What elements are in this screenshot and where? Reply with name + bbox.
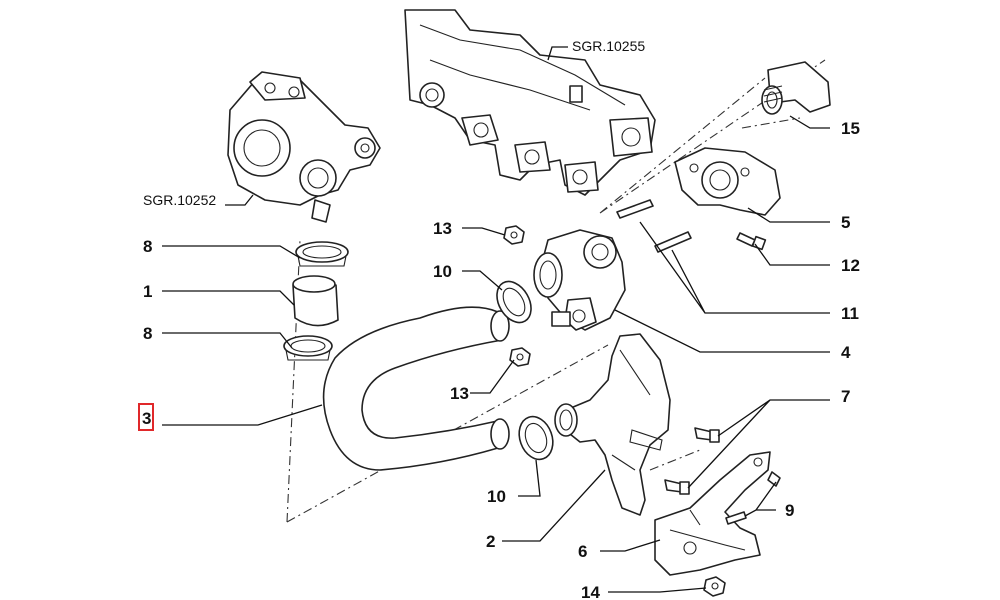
callout-1[interactable]: 1 (143, 282, 152, 301)
assembly-lines (286, 59, 826, 523)
callout-2[interactable]: 2 (486, 532, 495, 551)
hose-elbow-15 (761, 61, 831, 115)
nut-13-bottom (509, 347, 531, 367)
callout-7[interactable]: 7 (841, 387, 850, 406)
intake-manifold (404, 9, 656, 196)
studs-11 (616, 199, 692, 253)
callout-13-top[interactable]: 13 (433, 219, 452, 238)
callout-12[interactable]: 12 (841, 256, 860, 275)
callout-5[interactable]: 5 (841, 213, 850, 232)
ref-intake-manifold: SGR.10255 (572, 38, 645, 54)
elbow-flange-5 (674, 147, 781, 216)
screws-7 (664, 427, 720, 495)
intake-pipe-2 (554, 333, 671, 516)
hose-clamp-10-top (496, 280, 532, 324)
ref-turbocharger: SGR.10252 (143, 192, 216, 208)
callout-8-top[interactable]: 8 (143, 237, 152, 256)
nut-13-top (503, 225, 525, 245)
callout-6[interactable]: 6 (578, 542, 587, 561)
leader-lines (162, 115, 830, 593)
callout-11[interactable]: 11 (841, 304, 859, 323)
hose-sleeve-1 (292, 275, 339, 327)
turbocharger (225, 71, 381, 223)
hose-clamp-8-bottom (283, 335, 333, 361)
selected-callout-highlight (138, 403, 154, 431)
callout-10-bottom[interactable]: 10 (487, 487, 506, 506)
nut-14 (703, 576, 726, 597)
intercooler-hose-3 (322, 306, 510, 471)
callout-8-bottom[interactable]: 8 (143, 324, 152, 343)
callout-3[interactable]: 3 (142, 409, 151, 428)
callout-15[interactable]: 15 (841, 119, 860, 138)
callout-13-bottom[interactable]: 13 (450, 384, 469, 403)
bolt-9 (725, 471, 781, 525)
hose-clamp-10-bottom (518, 415, 554, 461)
callout-10-top[interactable]: 10 (433, 262, 452, 281)
throttle-body-4 (533, 229, 626, 331)
callout-4[interactable]: 4 (841, 343, 851, 362)
bolt-12 (736, 232, 767, 251)
callout-14[interactable]: 14 (581, 583, 600, 600)
callout-9[interactable]: 9 (785, 501, 794, 520)
bracket-6 (654, 451, 771, 576)
hose-clamp-8-top (295, 241, 349, 267)
